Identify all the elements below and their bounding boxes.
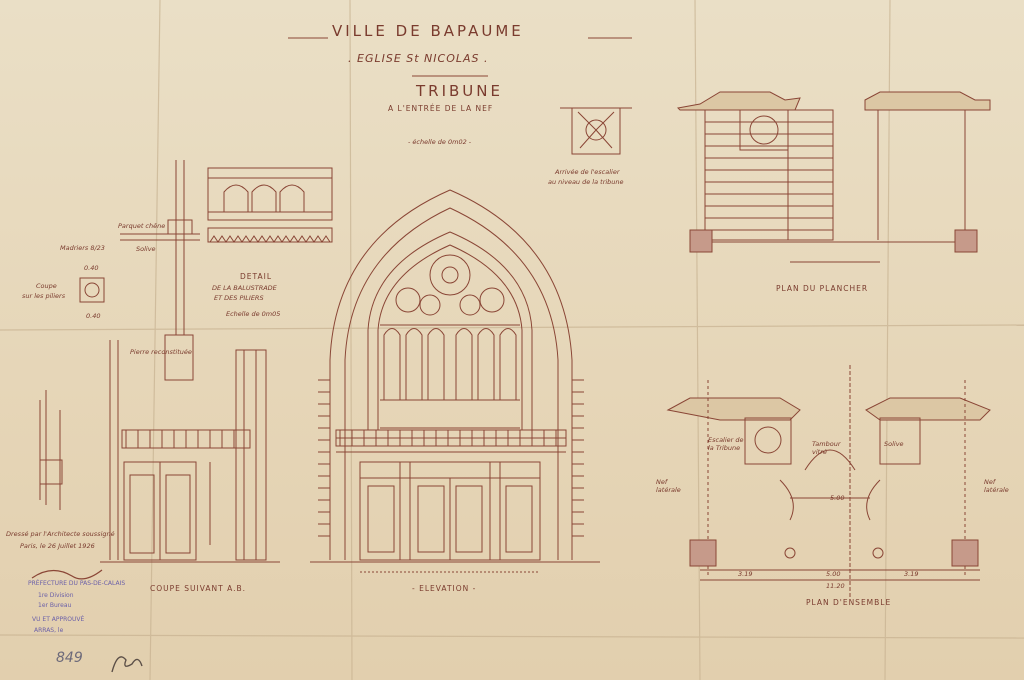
section-view (100, 334, 280, 563)
stamp-line-5: ARRAS, le (34, 627, 64, 634)
stamp-line-4: VU ET APPROUVÉ (32, 616, 85, 623)
tambour-note: Tambour vitré (812, 440, 841, 456)
subject-title: TRIBUNE (416, 82, 503, 100)
floor-plan-label: PLAN DU PLANCHER (776, 284, 869, 293)
section-view-label: COUPE SUIVANT A.B. (150, 584, 247, 593)
city-title: VILLE DE BAPAUME (332, 22, 524, 40)
initials-scribble (111, 656, 143, 673)
general-plan-label: PLAN D'ENSEMBLE (806, 598, 892, 607)
stair-detail (560, 107, 632, 155)
plan-dim-2: 5.00 (826, 570, 841, 578)
balustrade-detail (79, 160, 333, 335)
note-pierre: Pierre reconstituée (130, 348, 192, 356)
plan-dim-3: 3.19 (904, 570, 919, 578)
drawing-scale: - échelle de 0m02 - (408, 138, 472, 146)
note-parquet: Parquet chêne (118, 222, 166, 230)
general-plan (666, 365, 991, 600)
stamp-line-1: PRÉFECTURE DU PAS-DE-CALAIS (28, 580, 126, 587)
nef-left-label: Nef latérale (656, 478, 681, 494)
elevation-view-label: - ELEVATION - (412, 584, 477, 593)
detail-dim-2: 0.40 (86, 312, 101, 320)
note-madriers: Madriers 8/23 (60, 244, 105, 252)
note-coupe-piliers: sur les piliers (22, 292, 66, 300)
detail-dim-1: 0.40 (84, 264, 99, 272)
note-coupe: Coupe (36, 282, 57, 290)
elevation-view (310, 189, 600, 573)
note-solive: Solive (136, 245, 156, 253)
stair-caption-1: Arrivée de l'escalier (555, 168, 620, 176)
detail-line-2: ET DES PILIERS (214, 294, 264, 302)
subject-location: A L'ENTRÉE DE LA NEF (388, 104, 494, 113)
church-title: . EGLISE St NICOLAS . (348, 52, 489, 65)
plan-dim-4: 11.20 (826, 582, 845, 590)
plan-dim-1: 3.19 (738, 570, 753, 578)
detail-line-1: DE LA BALUSTRADE (212, 284, 277, 292)
signature-line-2: Paris, le 26 Juillet 1926 (20, 542, 95, 550)
signature-line-1: Dressé par l'Architecte soussigné (6, 530, 115, 538)
detail-title: DETAIL (240, 272, 273, 281)
stamp-line-3: 1er Bureau (38, 602, 72, 609)
nef-right-label: Nef latérale (984, 478, 1009, 494)
signature-scribble (31, 569, 103, 580)
archive-number: 849 (56, 650, 83, 666)
plan-solive-note: Solive (884, 440, 904, 448)
stair-caption-2: au niveau de la tribune (548, 178, 624, 186)
floor-plan (676, 91, 991, 263)
pillar-detail (39, 390, 63, 510)
detail-scale: Echelle de 0m05 (226, 310, 281, 318)
plan-dim-5: 5.00 (830, 494, 845, 502)
stair-note: Escalier de la Tribune (708, 436, 744, 452)
stamp-line-2: 1re Division (38, 592, 74, 599)
